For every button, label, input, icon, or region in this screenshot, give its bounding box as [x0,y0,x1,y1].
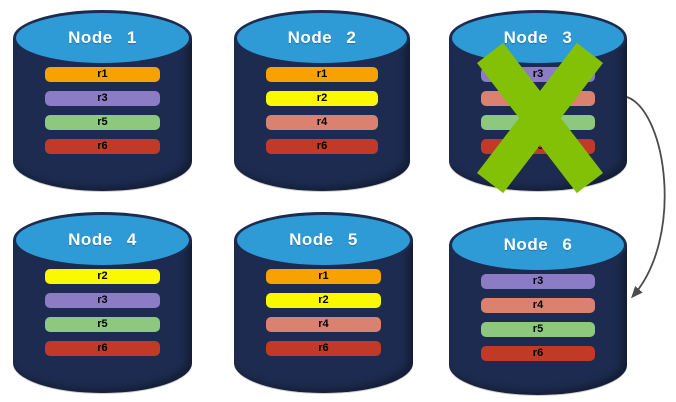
node-title: Node 6 [503,235,573,254]
replica-bar-r2: r2 [265,91,379,106]
replica-bar-r4: r4 [481,298,595,313]
replica-bar-stack: r1 r2 r4 r6 [234,67,410,154]
replica-bar-r6: r6 [481,346,595,361]
replica-bar-r6: r6 [45,341,160,356]
node-cylinder-2: Node 2 r1 r2 r4 r6 [234,10,410,191]
node-title: Node 5 [289,230,358,249]
replica-bar-r5: r5 [481,322,595,337]
replica-bar-r1: r1 [265,67,379,82]
replica-bar-stack: r2 r3 r5 r6 [13,269,192,356]
cylinder-top-ellipse: Node 5 [234,212,413,268]
replica-bar-r4: r4 [265,115,379,130]
replica-bar-r4: r4 [266,317,381,332]
node-title: Node 3 [503,28,573,47]
replica-bar-stack: r1 r2 r4 r6 [234,269,413,356]
node-cylinder-3: Node 3r3r4r5r6 [449,10,627,194]
replica-bar-r5: r5 [45,115,160,130]
replica-bar-r2: r2 [45,269,160,284]
arrow-curve [626,96,666,299]
cylinder-top-ellipse: Node 4 [13,212,192,268]
node-title: Node 4 [68,230,137,249]
replica-bar-r5: r5 [45,317,160,332]
node-cylinder-4: Node 4 r2 r3 r5 r6 [13,212,192,393]
node-title: Node 1 [68,28,137,47]
replica-bar-r6: r6 [45,139,160,154]
node-cylinder-1: Node 1 r1 r3 r5 r6 [13,10,192,191]
cylinder-top-ellipse: Node 2 [234,10,410,66]
replica-bar-r2: r2 [266,293,381,308]
cylinder-top-ellipse: Node 1 [13,10,192,66]
cylinder-top-ellipse: Node 6 [449,217,627,273]
replica-bar-r1: r1 [45,67,160,82]
replica-bar-stack: r3 r4 r5 r6 [449,274,627,361]
node-cylinder-5: Node 5 r1 r2 r4 r6 [234,212,413,393]
node-title: Node 2 [287,28,357,47]
replica-bar-r3: r3 [45,91,160,106]
replica-bar-r6: r6 [266,341,381,356]
replica-bar-r6: r6 [265,139,379,154]
replica-bar-stack: r1 r3 r5 r6 [13,67,192,154]
replica-bar-r1: r1 [266,269,381,284]
replica-bar-r3: r3 [481,274,595,289]
cylinder-top-ellipse: Node 3 [449,10,627,66]
replica-bar-r3: r3 [45,293,160,308]
node-cylinder-6: Node 6 r3 r4 r5 r6 [449,217,627,395]
